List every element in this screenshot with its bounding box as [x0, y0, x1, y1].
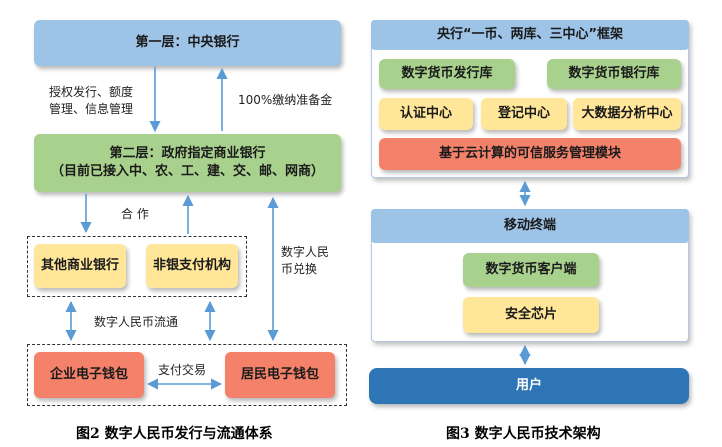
issue-library-box: 数字货币发行库 — [379, 59, 515, 89]
non-bank-payment-box: 非银支付机构 — [146, 244, 238, 288]
cloud-trust-module-box: 基于云计算的可信服务管理模块 — [379, 138, 681, 170]
layer2-commercial-bank-box: 第二层：政府指定商业银行 （目前已接入中、农、工、建、交、邮、网商） — [34, 134, 341, 192]
reserve-label: 100%缴纳准备金 — [238, 93, 333, 107]
payment-label: 支付交易 — [158, 363, 207, 377]
fig3-caption: 图3 数字人民币技术架构 — [446, 426, 601, 442]
layer2-title: 第二层：政府指定商业银行 — [109, 146, 266, 162]
bigdata-center-box: 大数据分析中心 — [573, 98, 681, 130]
layer1-label: 第一层：中央银行 — [135, 35, 240, 51]
wallets-dashed-group — [27, 344, 347, 406]
layer1-central-bank-box: 第一层：中央银行 — [34, 20, 341, 66]
authorization-label: 授权发行、额度 管理、信息管理 — [49, 85, 134, 117]
user-box: 用户 — [369, 368, 689, 404]
fig2-caption: 图2 数字人民币发行与流通体系 — [76, 426, 273, 442]
resident-wallet-box: 居民电子钱包 — [225, 352, 335, 398]
register-center-box: 登记中心 — [481, 98, 567, 130]
layer2-subtitle: （目前已接入中、农、工、建、交、邮、网商） — [50, 164, 324, 179]
other-banks-box: 其他商业银行 — [34, 244, 126, 288]
security-chip-box: 安全芯片 — [463, 297, 599, 333]
mobile-terminal-title-bar: 移动终端 — [371, 209, 689, 243]
enterprise-wallet-box: 企业电子钱包 — [34, 352, 144, 398]
client-box: 数字货币客户端 — [463, 253, 599, 287]
exchange-label: 数字人民 币兑换 — [281, 245, 330, 277]
bank-library-box: 数字货币银行库 — [547, 59, 681, 89]
cooperation-label: 合 作 — [121, 207, 149, 221]
circulation-label: 数字人民币流通 — [94, 315, 179, 329]
central-framework-title-bar: 央行“一币、两库、三中心”框架 — [371, 20, 689, 50]
auth-center-box: 认证中心 — [379, 98, 473, 130]
institutions-dashed-group — [27, 236, 247, 297]
